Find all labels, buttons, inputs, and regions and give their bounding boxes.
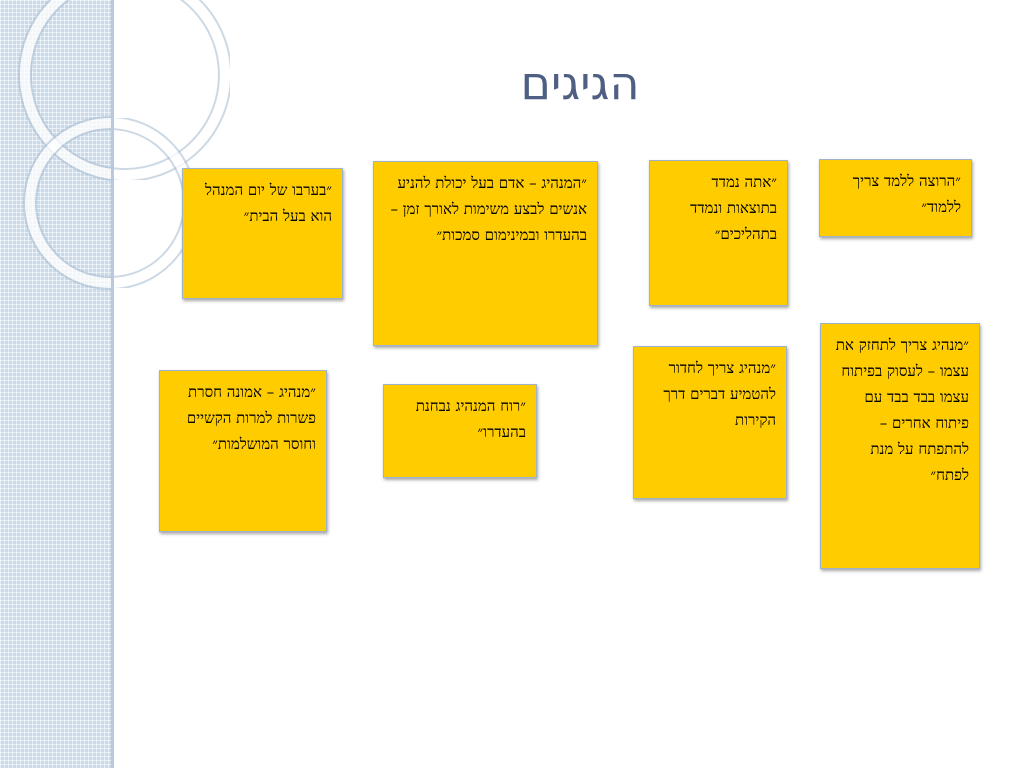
note-uncompromising-faith: ״מנהיג – אמונה חסרת פשרות למרות הקשיים ו… bbox=[159, 370, 327, 532]
note-self-development: ״מנהיג צריך לתחזק את עצמו – לעסוק בפיתוח… bbox=[820, 323, 980, 569]
decorative-left-band bbox=[0, 0, 114, 768]
note-measured: ״אתה נמדד בתוצאות ונמדד בתהליכים״ bbox=[649, 160, 788, 306]
note-leader-spirit: ״רוח המנהיג נבחנת בהעדרו״ bbox=[383, 384, 537, 478]
note-end-of-day: ״בערבו של יום המנהל הוא בעל הבית״ bbox=[182, 168, 343, 299]
note-teach-learn: ״הרוצה ללמד צריך ללמוד״ bbox=[819, 159, 972, 237]
note-through-walls: ״מנהיג צריך לחדור להטמיע דברים דרך הקירו… bbox=[633, 346, 787, 499]
note-leader-definition: ״המנהיג – אדם בעל יכולת להניע אנשים לבצע… bbox=[373, 161, 598, 346]
decorative-ring-bottom bbox=[25, 118, 114, 288]
slide-title: הגיגים bbox=[520, 56, 640, 110]
